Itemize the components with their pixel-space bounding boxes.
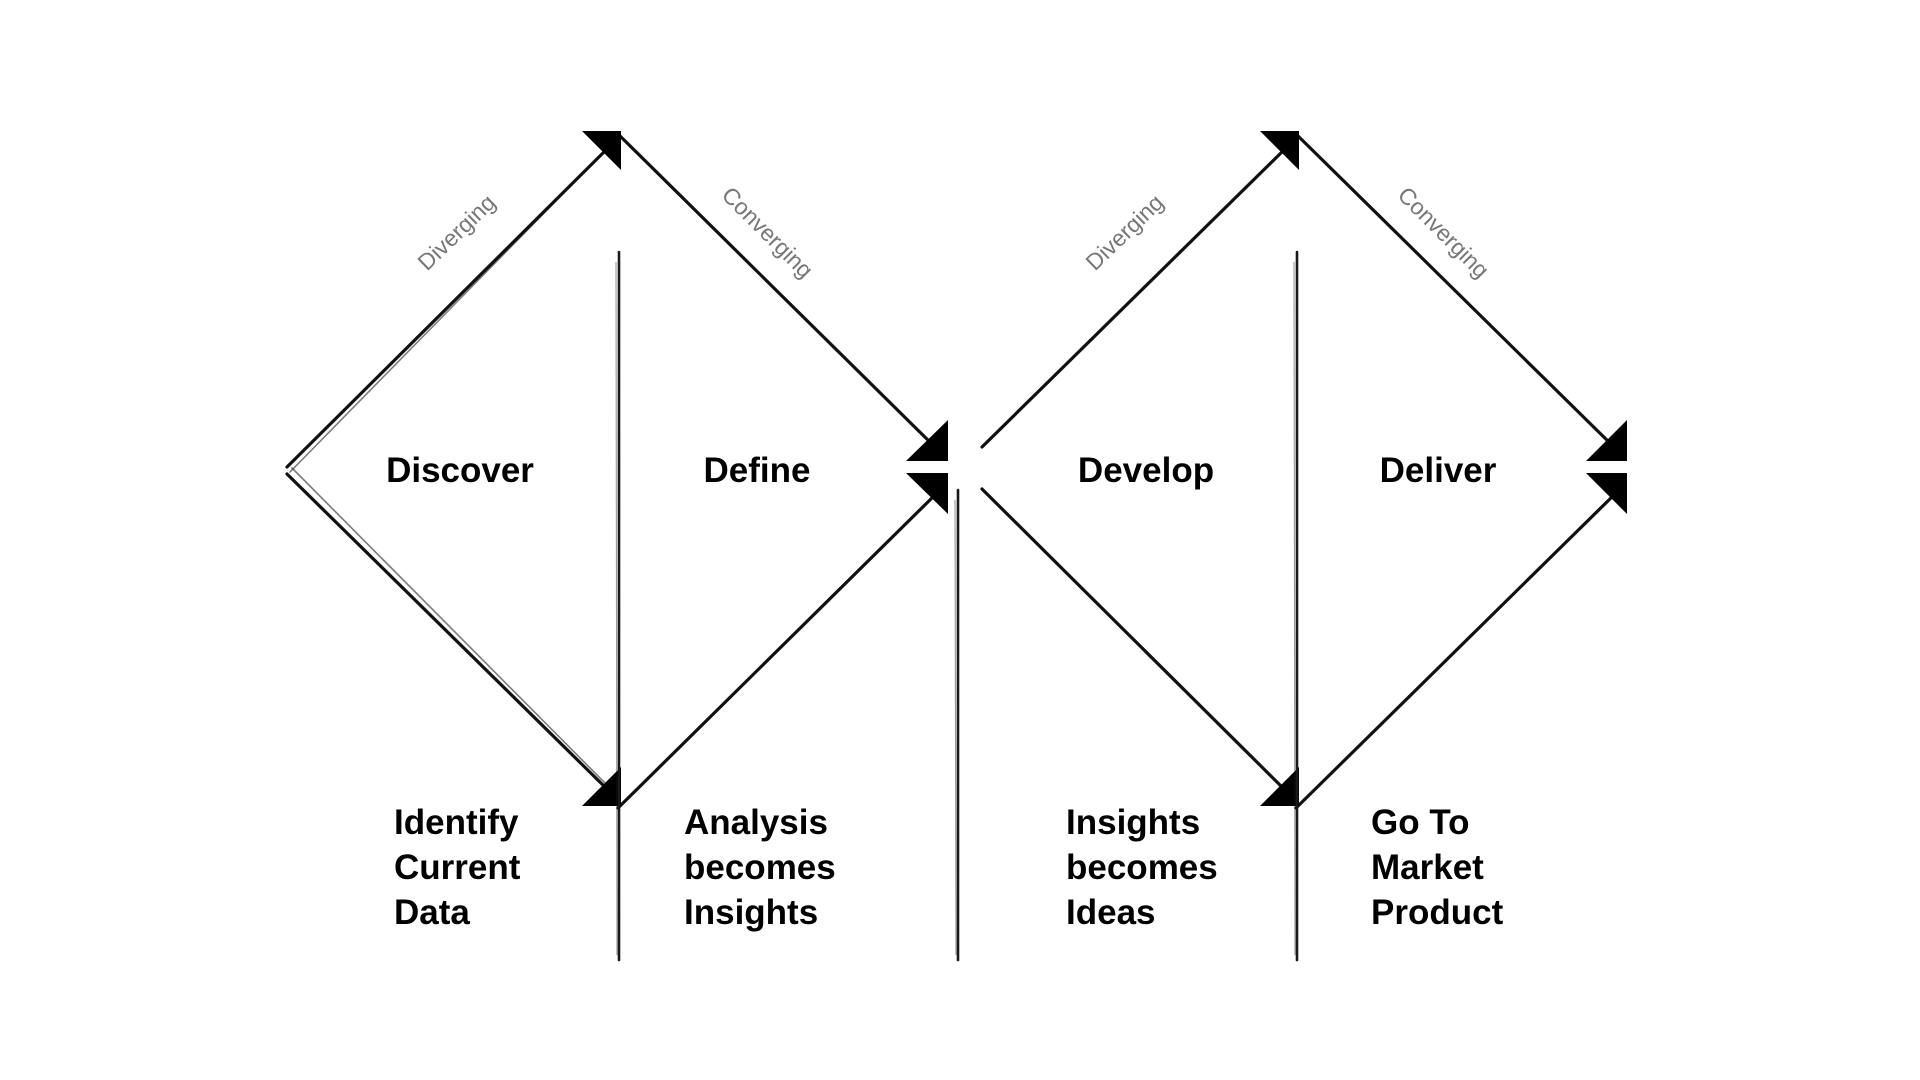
phase-deliver: Deliver bbox=[1380, 451, 1497, 490]
divider-texture bbox=[615, 261, 618, 956]
arrowhead-end-upper bbox=[1586, 420, 1627, 461]
diamond-develop-deliver: Diverging Converging Develop Deliver Ins… bbox=[980, 131, 1627, 962]
description-line: Ideas bbox=[1066, 893, 1156, 932]
converging-label: Converging bbox=[1393, 182, 1495, 284]
arrowhead-bottom bbox=[1260, 767, 1299, 806]
arrowhead-top bbox=[1260, 131, 1299, 170]
phase-define: Define bbox=[704, 451, 811, 490]
diverging-label: Diverging bbox=[412, 189, 500, 275]
arrowhead-mid-lower bbox=[906, 473, 948, 514]
description-deliver: Go To Market Product bbox=[1371, 803, 1504, 932]
arrowhead-mid-upper bbox=[906, 420, 948, 461]
description-line: becomes bbox=[684, 848, 836, 887]
diverging-edge-bottom bbox=[285, 472, 610, 792]
edge-texture bbox=[985, 151, 1283, 445]
divider-texture bbox=[954, 499, 957, 956]
description-line: becomes bbox=[1066, 848, 1218, 887]
description-line: Insights bbox=[1066, 803, 1200, 842]
description-line: Market bbox=[1371, 848, 1484, 887]
phase-develop: Develop bbox=[1078, 451, 1214, 490]
arrowhead-end-lower bbox=[1586, 473, 1627, 514]
phase-discover: Discover bbox=[386, 451, 534, 490]
converging-edge-bottom bbox=[616, 490, 940, 810]
divider-texture bbox=[1293, 261, 1296, 956]
diamond-discover-define: Diverging Converging Discover Define Ide… bbox=[285, 131, 948, 962]
converging-edge-top bbox=[1294, 132, 1619, 452]
description-discover: Identify Current Data bbox=[394, 803, 530, 932]
description-line: Identify bbox=[394, 803, 519, 842]
description-line: Go To bbox=[1371, 803, 1470, 842]
edge-texture bbox=[289, 151, 605, 473]
diverging-edge-bottom bbox=[980, 487, 1287, 792]
description-line: Analysis bbox=[684, 803, 828, 842]
edge-texture bbox=[291, 467, 607, 785]
description-line: Data bbox=[394, 893, 470, 932]
converging-edge-bottom bbox=[1294, 490, 1619, 810]
description-line: Product bbox=[1371, 893, 1504, 932]
description-develop: Insights becomes Ideas bbox=[1066, 803, 1227, 932]
description-define: Analysis becomes Insights bbox=[684, 803, 845, 932]
description-line: Insights bbox=[684, 893, 818, 932]
diverging-label: Diverging bbox=[1080, 189, 1168, 275]
diverging-edge-top bbox=[285, 144, 612, 469]
converging-label: Converging bbox=[717, 182, 819, 284]
arrowhead-top bbox=[582, 131, 621, 170]
converging-edge-top bbox=[616, 132, 940, 452]
arrowhead-bottom bbox=[582, 767, 621, 806]
description-line: Current bbox=[394, 848, 521, 887]
